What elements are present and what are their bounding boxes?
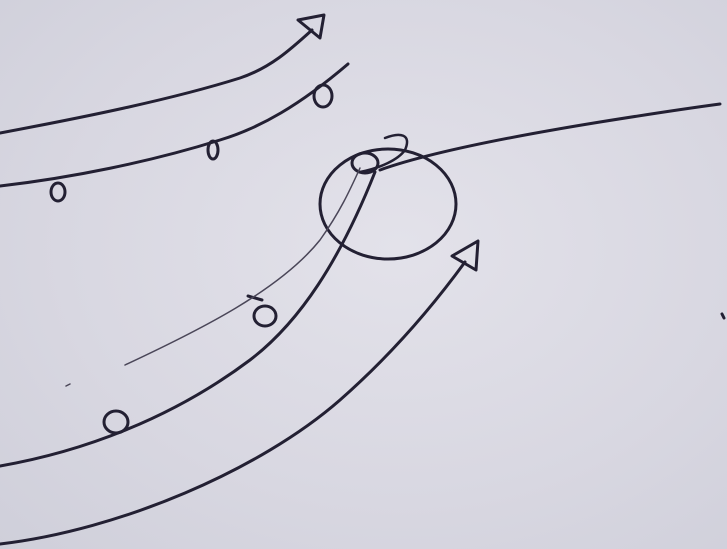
outer-trajectory-line [0,262,465,544]
inner-trajectory-line [0,172,375,466]
stray-mark-left [66,384,70,386]
top-arrowhead [298,15,324,38]
outer-arrowhead [452,241,478,270]
marker-circle-5 [254,306,276,326]
top-trajectory-line [0,30,312,133]
marker-circle-1 [51,183,65,201]
central-body-circle [320,149,456,259]
marker-circle-3 [314,85,332,107]
faint-trajectory-line [125,168,360,365]
stray-mark-right [722,314,724,318]
marker-circle-4 [104,411,128,433]
second-trajectory-line [0,64,348,186]
